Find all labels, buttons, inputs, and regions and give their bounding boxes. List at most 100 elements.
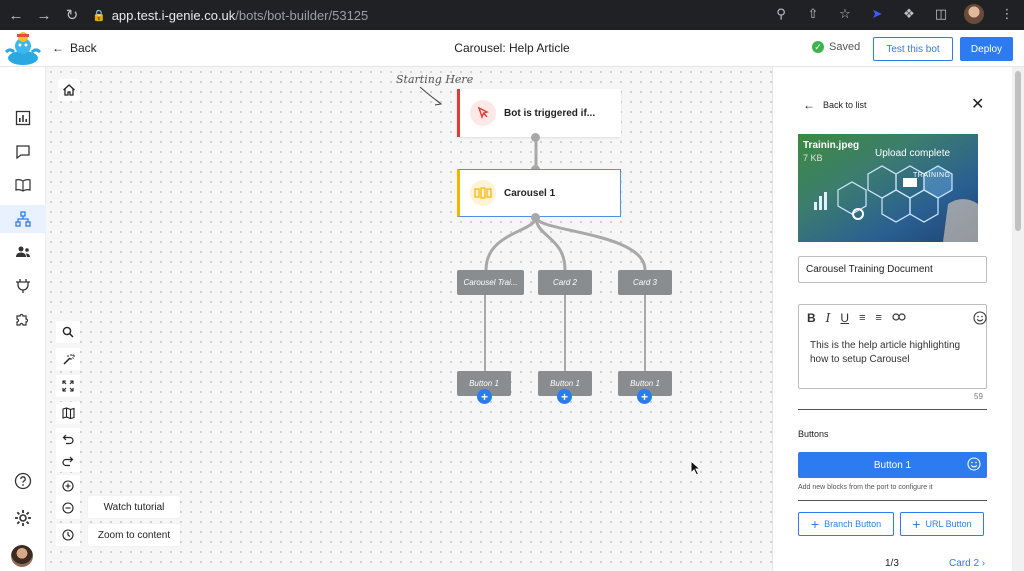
plus-icon: +	[912, 516, 921, 532]
bot-builder-icon[interactable]	[0, 205, 46, 233]
branch-button-label: Branch Button	[824, 519, 882, 529]
add-branch-button[interactable]: + Branch Button	[798, 512, 894, 536]
card-editor-panel: ← Back to list ✕	[772, 67, 1012, 571]
browser-reload-icon[interactable]: ↻	[65, 7, 79, 24]
browser-profile-avatar[interactable]	[964, 4, 984, 24]
saved-status: ✓ Saved	[812, 41, 860, 53]
scrollbar-thumb[interactable]	[1015, 71, 1021, 231]
back-label: Back	[70, 41, 97, 55]
flow-canvas[interactable]: Starting Here Bot is triggered if... Car…	[46, 67, 772, 571]
card-button-1-label: Button 1	[873, 459, 912, 471]
map-icon[interactable]	[56, 402, 80, 424]
lock-icon: 🔒	[92, 9, 106, 22]
trigger-output-port[interactable]	[531, 133, 540, 142]
carousel-icon	[470, 180, 496, 206]
knowledge-book-icon[interactable]	[11, 173, 35, 197]
address-bar[interactable]: 🔒 app.test.i-genie.co.uk/bots/bot-builde…	[92, 4, 882, 26]
underline-icon[interactable]: U	[840, 311, 850, 325]
close-icon[interactable]: ✕	[971, 96, 985, 113]
zoom-to-content-button[interactable]: Zoom to content	[88, 524, 180, 546]
next-card-label: Card 2	[949, 558, 980, 569]
add-url-button[interactable]: + URL Button	[900, 512, 984, 536]
browser-back-icon[interactable]: ←	[8, 6, 24, 24]
fit-screen-icon[interactable]	[56, 375, 80, 397]
emoji-icon[interactable]	[967, 457, 981, 474]
watch-tutorial-button[interactable]: Watch tutorial	[88, 496, 180, 518]
character-count: 59	[974, 392, 983, 401]
card-image-preview[interactable]: Trainin.jpeg 7 KB Upload complete TRAINI…	[798, 134, 978, 242]
plugins-puzzle-icon[interactable]	[11, 307, 35, 331]
buttons-section-label: Buttons	[798, 429, 829, 439]
url-path: /bots/bot-builder/53125	[235, 7, 369, 23]
browser-toolbar: ← → ↻ 🔒 app.test.i-genie.co.uk/bots/bot-…	[0, 0, 1024, 30]
left-sidebar	[0, 67, 46, 571]
integrations-plug-icon[interactable]	[11, 274, 35, 298]
analytics-icon[interactable]	[11, 106, 35, 130]
image-training-label: TRAINING	[913, 172, 951, 179]
emoji-icon[interactable]	[973, 311, 987, 328]
check-circle-icon: ✓	[812, 41, 824, 53]
url-host: app.test.i-genie.co.uk	[111, 7, 236, 23]
trigger-node[interactable]: Bot is triggered if...	[457, 89, 621, 137]
training-image-graphic	[798, 134, 978, 242]
add-block-plus-icon[interactable]: +	[477, 389, 492, 404]
add-block-plus-icon[interactable]: +	[637, 389, 652, 404]
browser-forward-icon[interactable]: →	[36, 6, 52, 24]
back-button[interactable]: ← Back	[52, 41, 97, 55]
zoom-icon[interactable]: ⚲	[776, 6, 786, 21]
zoom-in-icon[interactable]	[56, 475, 80, 497]
saved-label: Saved	[829, 41, 861, 53]
italic-icon[interactable]: I	[825, 311, 831, 325]
redo-icon[interactable]	[56, 450, 80, 472]
next-card-link[interactable]: Card 2 ›	[949, 558, 985, 569]
search-icon[interactable]	[56, 321, 80, 343]
link-icon[interactable]	[892, 311, 906, 325]
settings-gear-icon[interactable]	[11, 506, 35, 530]
numbered-list-icon[interactable]: ≡	[875, 312, 882, 324]
carousel-node[interactable]: Carousel 1	[457, 169, 621, 217]
card-node-3[interactable]: Card 3	[618, 270, 672, 295]
card-button-1[interactable]: Button 1	[798, 452, 987, 478]
user-avatar[interactable]	[11, 545, 33, 567]
card-body-editor[interactable]: B I U ≡ ≡ This is the help article highl…	[798, 304, 987, 389]
carousel-output-port[interactable]	[531, 213, 540, 222]
card-node-2[interactable]: Card 2	[538, 270, 592, 295]
image-filename: Trainin.jpeg	[803, 140, 860, 151]
add-block-plus-icon[interactable]: +	[557, 389, 572, 404]
extensions-puzzle-icon[interactable]: ❖	[903, 6, 915, 21]
sidebar-toggle-icon[interactable]: ◫	[934, 6, 948, 21]
arrow-left-icon: ←	[803, 98, 815, 112]
zoom-out-icon[interactable]	[56, 497, 80, 519]
magic-wand-icon[interactable]	[56, 348, 80, 370]
users-icon[interactable]	[11, 240, 35, 264]
bullet-list-icon[interactable]: ≡	[859, 312, 866, 324]
carousel-node-label: Carousel 1	[504, 187, 556, 199]
bookmark-star-icon[interactable]: ☆	[839, 6, 851, 21]
chat-icon[interactable]	[11, 140, 35, 164]
undo-icon[interactable]	[56, 428, 80, 450]
share-icon[interactable]: ⇧	[807, 6, 819, 21]
mouse-cursor-icon	[690, 460, 702, 476]
history-clock-icon[interactable]	[56, 524, 80, 546]
test-bot-button[interactable]: Test this bot	[873, 37, 953, 61]
card-body-text[interactable]: This is the help article highlighting ho…	[810, 340, 961, 365]
editor-toolbar: B I U ≡ ≡	[807, 311, 987, 325]
starting-here-annotation: Starting Here	[396, 73, 474, 86]
genie-logo[interactable]	[2, 30, 44, 70]
back-to-list-label: Back to list	[823, 100, 867, 110]
deploy-button[interactable]: Deploy	[960, 37, 1013, 61]
help-icon[interactable]	[11, 469, 35, 493]
back-to-list-button[interactable]: ← Back to list	[803, 98, 867, 112]
card-node-1[interactable]: Carousel Trai...	[457, 270, 524, 295]
trigger-node-label: Bot is triggered if...	[504, 107, 596, 119]
section-divider	[798, 409, 987, 410]
panel-scrollbar[interactable]	[1012, 67, 1024, 571]
url-button-label: URL Button	[925, 519, 972, 529]
arrow-left-icon: ←	[52, 41, 64, 55]
home-icon[interactable]	[58, 79, 80, 101]
browser-menu-icon[interactable]: ⋮	[1000, 6, 1014, 21]
extension-wing-icon[interactable]: ➤	[871, 6, 883, 21]
card-title-input[interactable]: Carousel Training Document	[798, 256, 987, 283]
page-title: Carousel: Help Article	[454, 41, 570, 55]
bold-icon[interactable]: B	[807, 311, 816, 325]
